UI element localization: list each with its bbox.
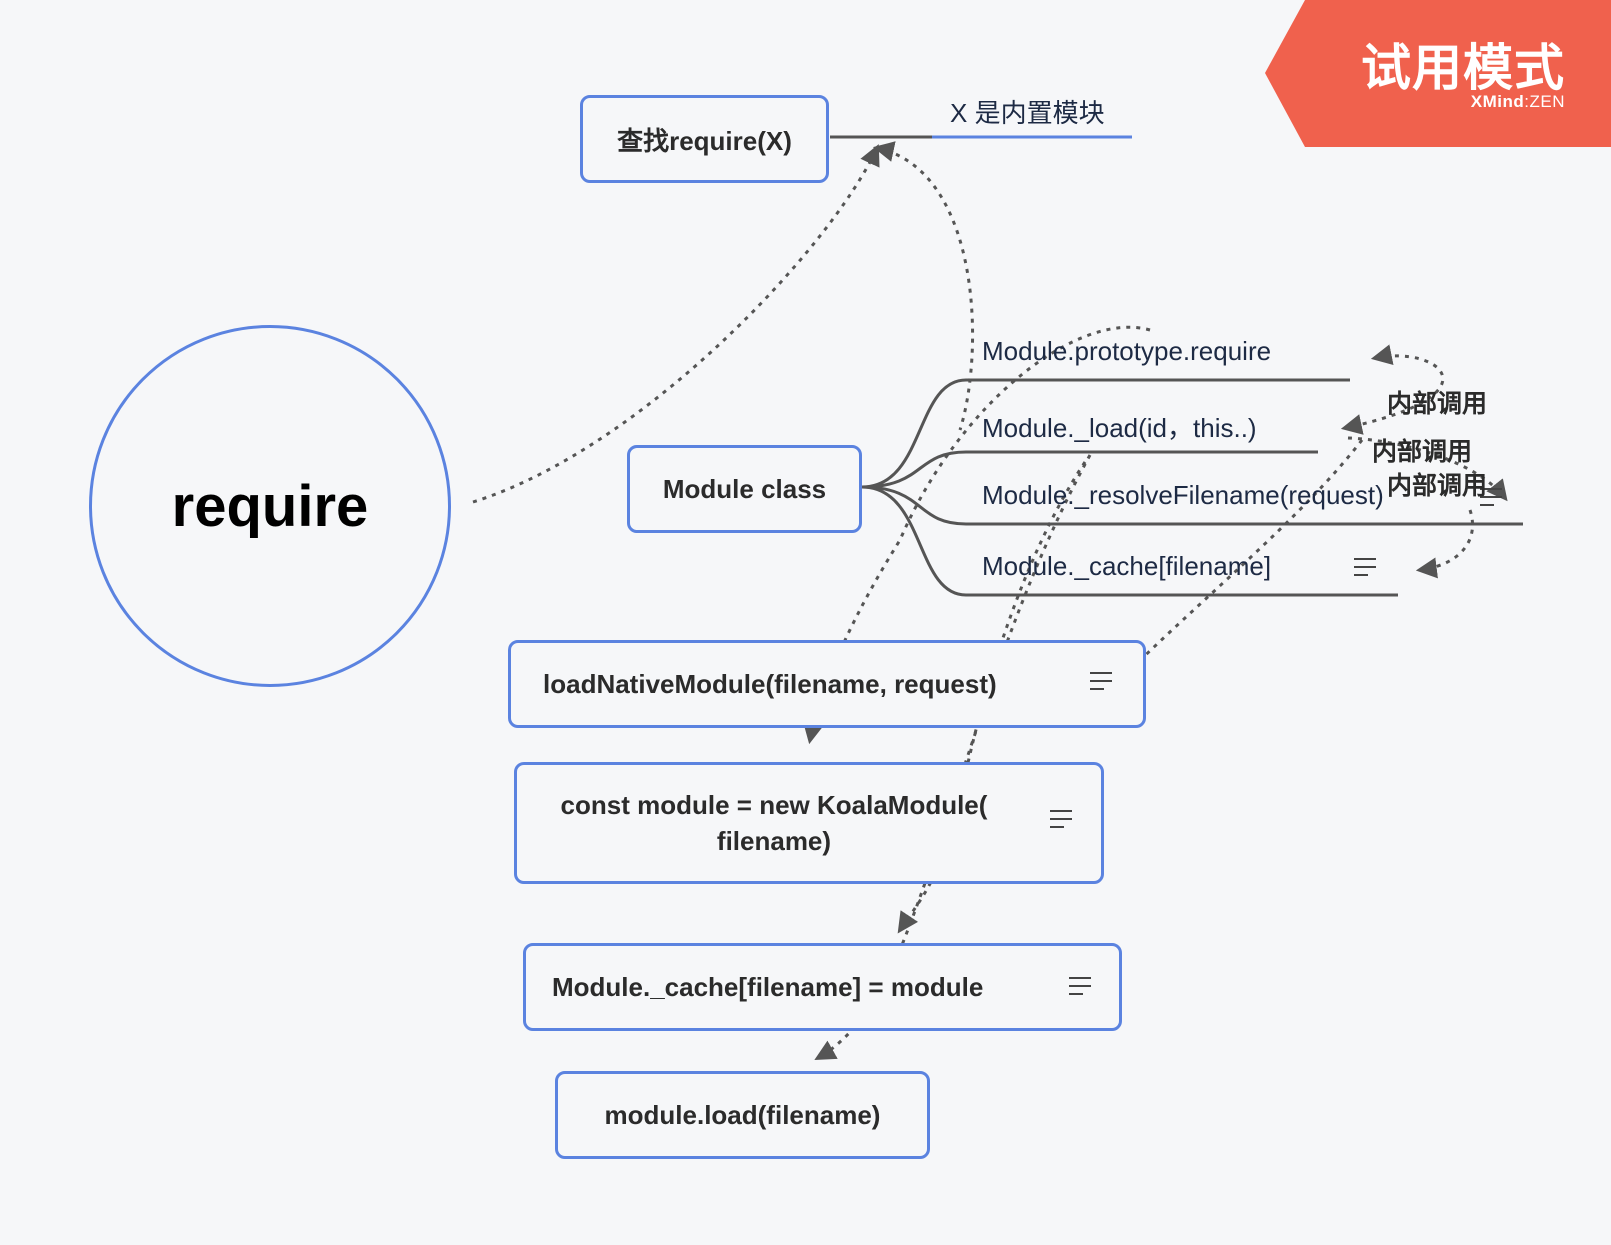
root-topic-require[interactable]: require bbox=[89, 325, 451, 687]
badge-title: 试用模式 bbox=[1361, 40, 1565, 96]
note-icon[interactable] bbox=[1354, 558, 1376, 576]
topic-module-cache-assign-label: Module._cache[filename] = module bbox=[552, 971, 984, 1002]
topic-module-cache-assign[interactable]: Module._cache[filename] = module bbox=[523, 943, 1122, 1031]
topic-find-require[interactable]: 查找require(X) bbox=[580, 95, 829, 183]
badge-brand: XMind:ZEN bbox=[1471, 92, 1565, 112]
note-icon[interactable] bbox=[1069, 977, 1091, 995]
builtin-module-label[interactable]: X 是内置模块 bbox=[950, 98, 1105, 128]
badge-shape bbox=[1265, 0, 1611, 147]
brand-bold: XMind bbox=[1470, 92, 1525, 111]
note-icon[interactable] bbox=[1050, 810, 1072, 828]
note-icon[interactable] bbox=[1090, 672, 1112, 690]
topic-new-koala-module[interactable]: const module = new KoalaModule( filename… bbox=[514, 762, 1104, 884]
trial-mode-badge: 试用模式 XMind:ZEN bbox=[1265, 0, 1611, 147]
internal-call-label-1[interactable]: 内部调用 bbox=[1387, 390, 1488, 418]
subtopic-module-cache[interactable]: Module._cache[filename] bbox=[982, 551, 1272, 581]
topic-module-class[interactable]: Module class bbox=[627, 445, 862, 533]
note-icon[interactable] bbox=[1480, 488, 1502, 506]
subtopic-module-load[interactable]: Module._load(id，this..) bbox=[982, 413, 1257, 443]
topic-load-native-module-label: loadNativeModule(filename, request) bbox=[543, 668, 997, 699]
subtopic-resolve-filename[interactable]: Module._resolveFilename(request) bbox=[982, 480, 1384, 510]
subtopic-prototype-require[interactable]: Module.prototype.require bbox=[982, 336, 1272, 366]
topic-load-native-module[interactable]: loadNativeModule(filename, request) bbox=[508, 640, 1146, 728]
topic-new-koala-module-label: const module = new KoalaModule( filename… bbox=[560, 790, 988, 856]
module-class-branches bbox=[861, 378, 1523, 597]
brand-sep: : bbox=[1524, 92, 1530, 111]
brand-light: ZEN bbox=[1529, 92, 1565, 111]
topic-module-load-filename[interactable]: module.load(filename) bbox=[555, 1071, 930, 1159]
relationship-lines bbox=[472, 141, 1508, 1061]
internal-call-label-3[interactable]: 内部调用 bbox=[1387, 472, 1488, 500]
internal-call-label-2[interactable]: 内部调用 bbox=[1372, 438, 1473, 466]
